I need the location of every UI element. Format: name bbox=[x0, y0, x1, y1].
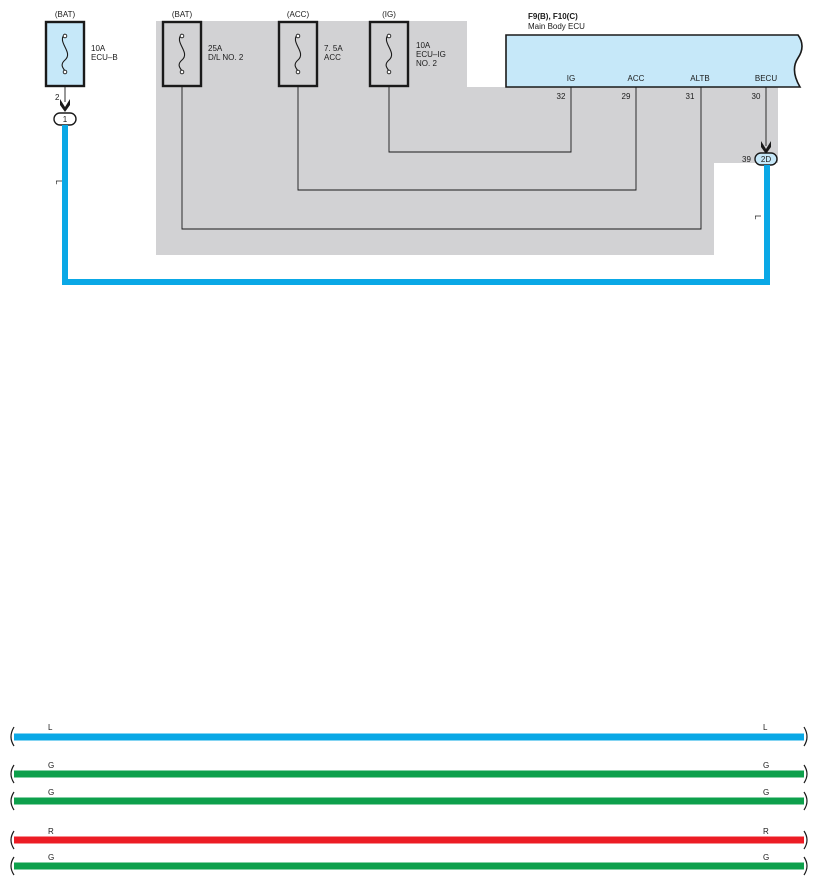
bottom-wire: G G bbox=[10, 761, 808, 784]
fuse-terminal bbox=[386, 69, 392, 75]
wire-label-left: G bbox=[48, 853, 54, 862]
fuse-ecu-b: (BAT) 10A ECU–B bbox=[44, 10, 118, 88]
wire-label-left: G bbox=[48, 788, 54, 797]
connector-arrow-icon bbox=[60, 99, 70, 112]
ecu-pin-label-altb: ALTB bbox=[690, 74, 709, 83]
bottom-wire: L L bbox=[10, 723, 808, 747]
wire-label-left: R bbox=[48, 827, 54, 836]
fuse-icon bbox=[178, 33, 186, 73]
ecu-pin-num-31: 31 bbox=[686, 92, 695, 101]
fuse-name: ACC bbox=[324, 53, 341, 62]
wire-label-left: G bbox=[48, 761, 54, 770]
wire-break-right bbox=[803, 726, 808, 747]
fuse-name: D/L NO. 2 bbox=[208, 53, 244, 62]
fuse-amp: 7. 5A bbox=[324, 44, 343, 53]
ecu-code: F9(B), F10(C) bbox=[528, 12, 578, 21]
wire-break-right bbox=[803, 830, 808, 850]
fuse-amp: 10A bbox=[91, 44, 106, 53]
bottom-wires: L L G G G G R R G G bbox=[10, 723, 808, 876]
wire-break-left bbox=[10, 791, 15, 811]
connector-left: 2 1 bbox=[53, 93, 77, 126]
wire-ig bbox=[388, 75, 572, 153]
fuse-ecu-ig-no2: (IG) 10A ECU–IG NO. 2 bbox=[368, 10, 446, 88]
connector-label: 1 bbox=[63, 115, 68, 124]
ecu-pin-num-29: 29 bbox=[622, 92, 631, 101]
main-wire-blue bbox=[62, 125, 770, 285]
bottom-wire: G G bbox=[10, 788, 808, 811]
fuse-name: ECU–B bbox=[91, 53, 118, 62]
connector-label: 2D bbox=[761, 155, 771, 164]
wire-break-left bbox=[10, 856, 15, 876]
wire-label-left: L bbox=[48, 723, 53, 732]
fuse-box bbox=[368, 20, 410, 88]
fuse-dl-no2: (BAT) 25A D/L NO. 2 bbox=[161, 10, 244, 88]
wire-break-right bbox=[803, 791, 808, 811]
connector-pin-num: 39 bbox=[742, 155, 751, 164]
wire-color-label-right: L bbox=[753, 215, 762, 220]
ecu-pin-num-30: 30 bbox=[752, 92, 761, 101]
ecu-name: Main Body ECU bbox=[528, 22, 585, 31]
fuse-source-label: (ACC) bbox=[287, 10, 310, 19]
wire-break-left bbox=[10, 764, 15, 784]
fuse-amp: 10A bbox=[416, 41, 431, 50]
wire-label-right: R bbox=[763, 827, 769, 836]
fuse-name: ECU–IG bbox=[416, 50, 446, 59]
fuse-icon bbox=[385, 33, 393, 73]
wire-break-left bbox=[10, 726, 15, 747]
fuse-terminal bbox=[179, 69, 185, 75]
ecu-pin-label-becu: BECU bbox=[755, 74, 777, 83]
wire-label-right: G bbox=[763, 788, 769, 797]
fuse-icon bbox=[61, 33, 69, 73]
wire-break-right bbox=[803, 764, 808, 784]
fuse-terminal bbox=[386, 33, 392, 39]
wire-label-right: G bbox=[763, 761, 769, 770]
wire-label-right: G bbox=[763, 853, 769, 862]
main-body-ecu-box bbox=[505, 34, 803, 88]
fuse-source-label: (BAT) bbox=[55, 10, 76, 19]
wire-label-right: L bbox=[763, 723, 768, 732]
fuse-box bbox=[44, 20, 86, 88]
fuse-source-label: (BAT) bbox=[172, 10, 193, 19]
wire-break-right bbox=[803, 856, 808, 876]
fuse-box bbox=[161, 20, 203, 88]
fuse-terminal bbox=[295, 33, 301, 39]
ecu-pin-label-acc: ACC bbox=[628, 74, 645, 83]
connector-arrow-icon bbox=[761, 141, 771, 154]
fuse-amp: 25A bbox=[208, 44, 223, 53]
fuse-name-line2: NO. 2 bbox=[416, 59, 437, 68]
fuse-terminal bbox=[62, 69, 68, 75]
wire-break-left bbox=[10, 830, 15, 850]
fuse-terminal bbox=[295, 69, 301, 75]
fuse-acc: (ACC) 7. 5A ACC bbox=[277, 10, 343, 88]
bottom-wire: G G bbox=[10, 853, 808, 876]
fuse-box bbox=[277, 20, 319, 88]
wire-acc bbox=[297, 75, 637, 191]
fuse-icon bbox=[294, 33, 302, 73]
wire-altb bbox=[181, 75, 702, 230]
fuse-terminal bbox=[62, 33, 68, 39]
internal-wires bbox=[64, 75, 767, 230]
ecu-pin-num-32: 32 bbox=[557, 92, 566, 101]
fuse-source-label: (IG) bbox=[382, 10, 396, 19]
fuse-terminal bbox=[179, 33, 185, 39]
wire-color-label-left: L bbox=[54, 180, 63, 185]
ecu-pin-label-ig: IG bbox=[567, 74, 575, 83]
connector-pin-num: 2 bbox=[55, 93, 60, 102]
bottom-wire: R R bbox=[10, 827, 808, 850]
